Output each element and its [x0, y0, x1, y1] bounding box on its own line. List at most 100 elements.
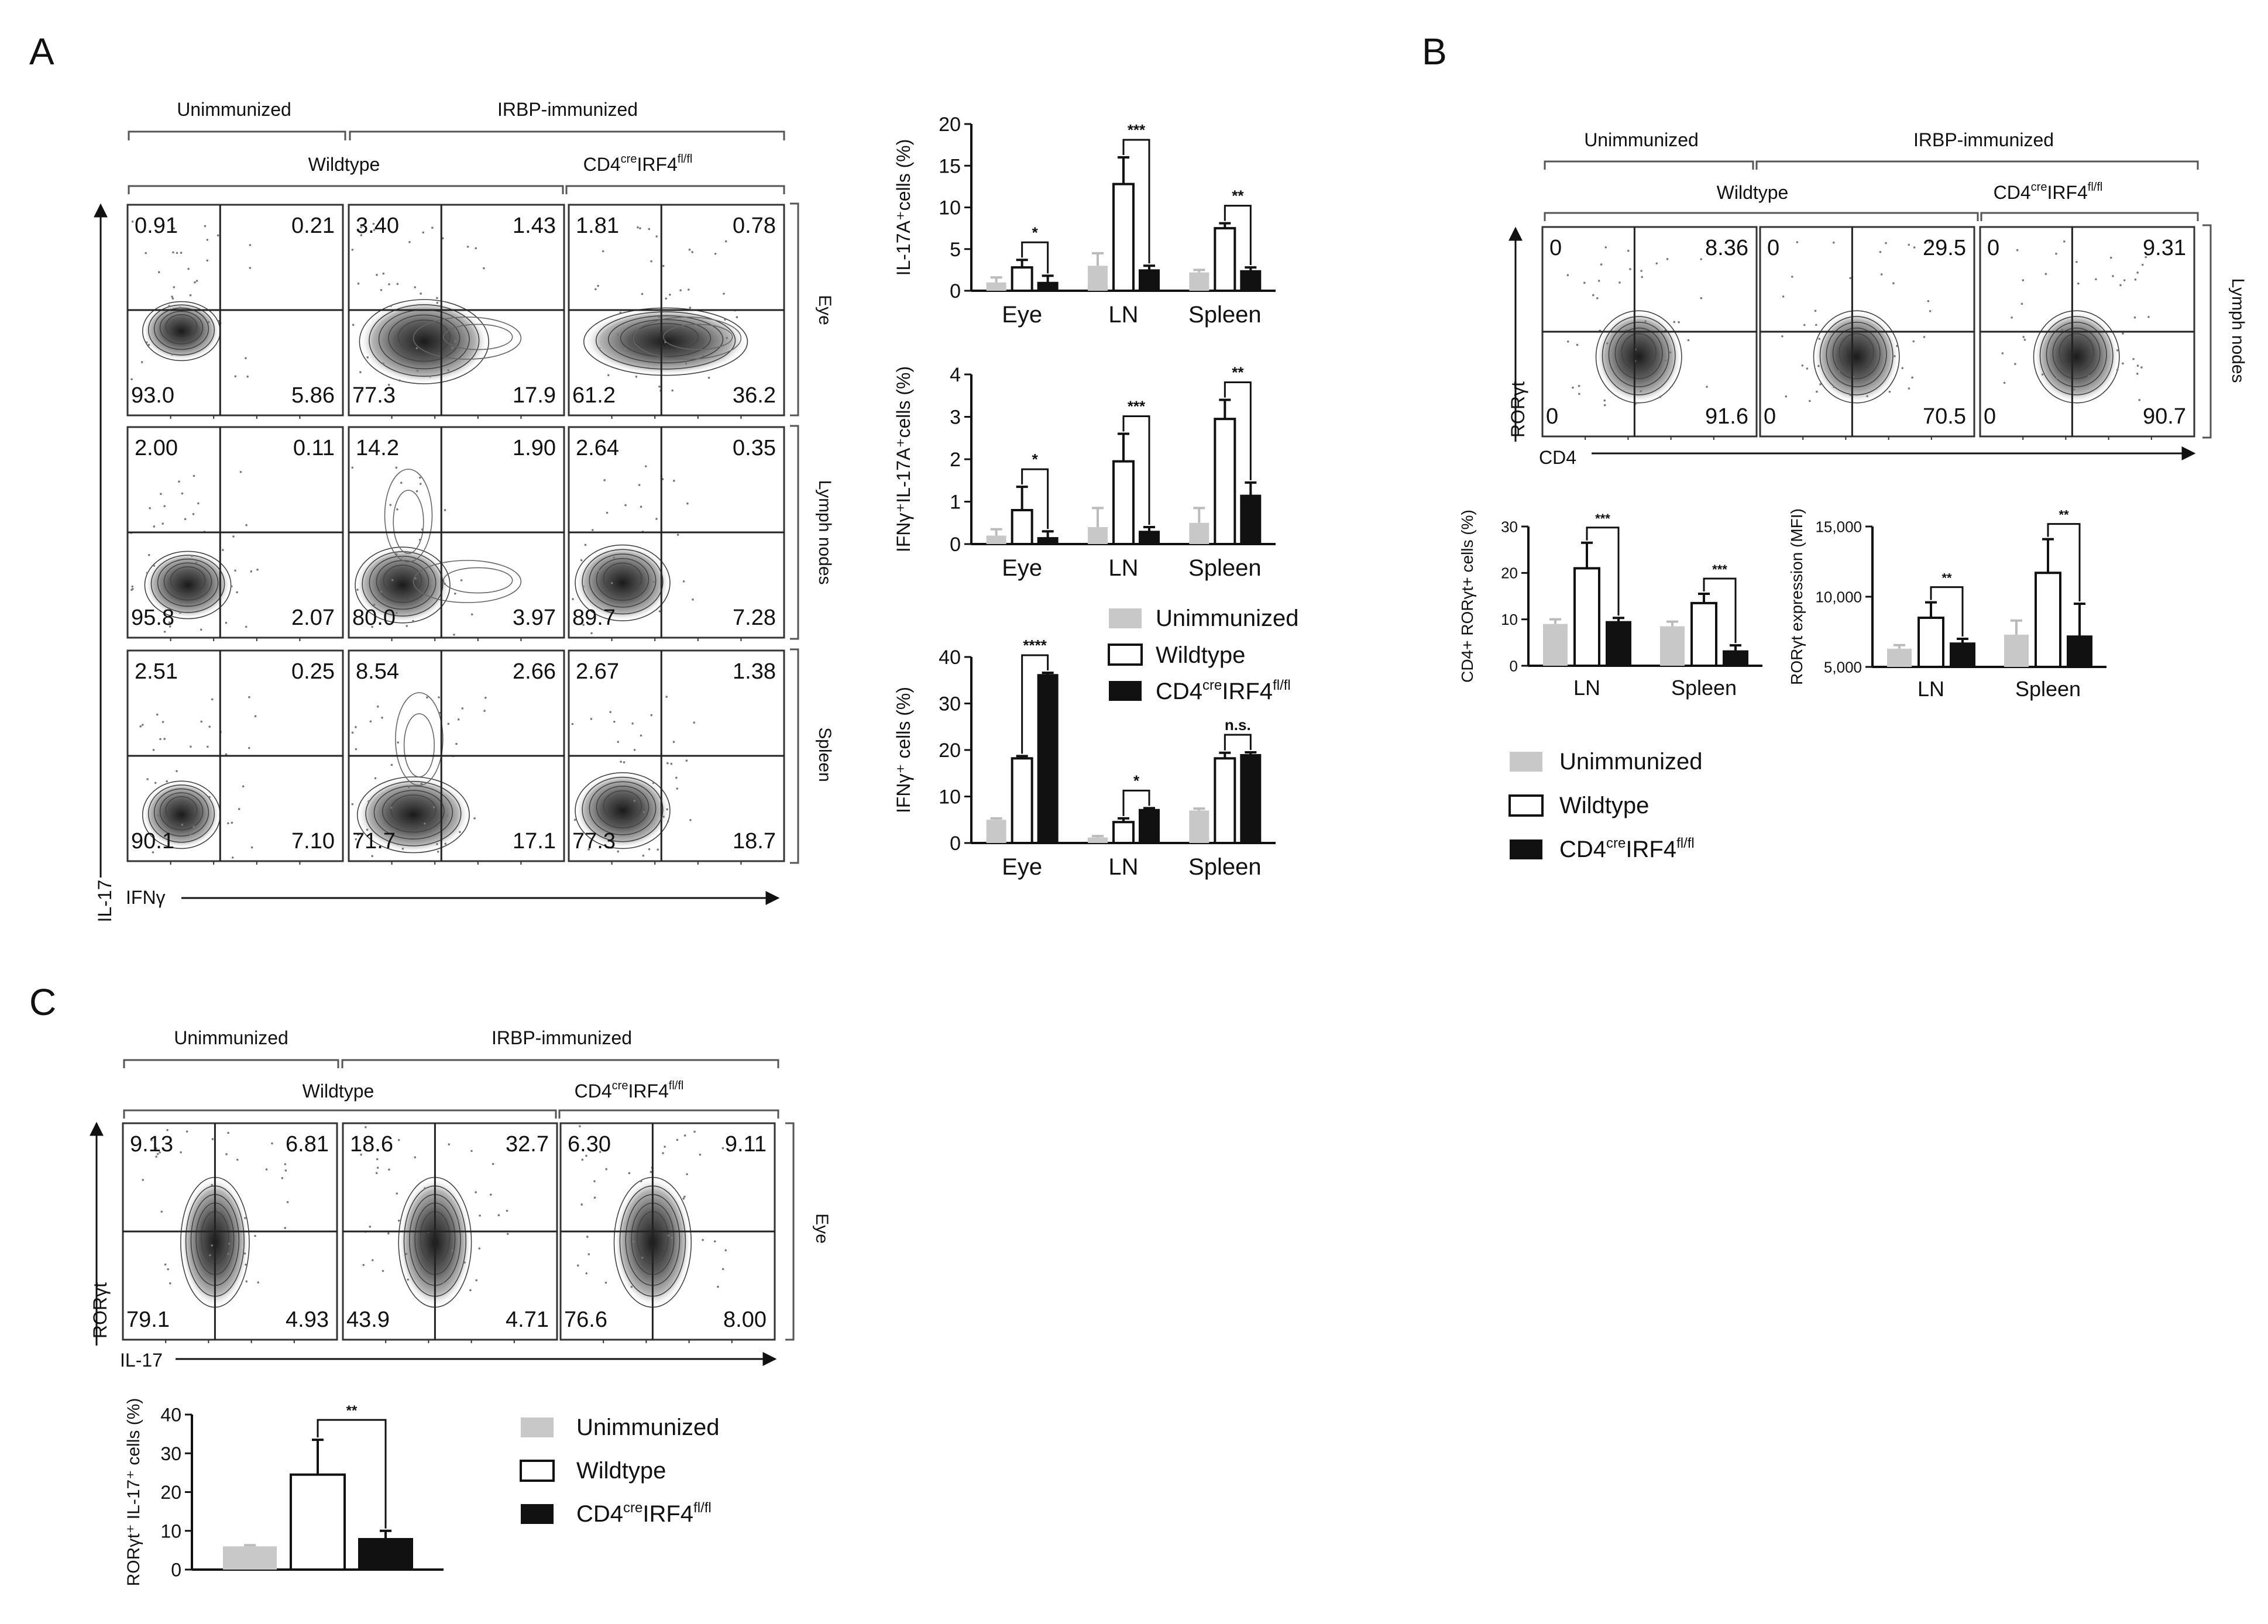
flow-a-r2-c2-contour	[582, 776, 664, 842]
flow-a-r0-c0-contour	[147, 304, 215, 356]
flow-a-r2-c1-event	[484, 696, 487, 699]
flow-a-r2-c1-event	[374, 777, 377, 780]
bracket-b-wildtype	[1544, 212, 1979, 221]
flow-c-c0-q-lr: 4.93	[286, 1308, 329, 1332]
flow-a-r1-c0-contour	[157, 558, 219, 607]
flow-a-r1-c0-event	[153, 525, 156, 528]
flow-a-r2-c0-event	[152, 851, 154, 854]
bar-chart-5-ylabel: RORγt⁺ IL-17⁺ cells (%)	[124, 1398, 143, 1587]
row-label-spleen: Spleen	[815, 727, 834, 782]
flow-c-c0-event	[180, 1151, 182, 1154]
flow-a-r2-c2-event	[689, 818, 692, 821]
flow-b-c2-event	[2022, 336, 2025, 338]
flow-b-c2-event	[2055, 252, 2057, 255]
flow-b-c1-density	[1813, 311, 1899, 403]
flow-c-c1-event	[457, 1219, 459, 1222]
flow-b-c0-event	[1687, 339, 1690, 342]
flow-b-c0-contour	[1602, 316, 1676, 395]
flow-c-c0-event	[211, 1183, 213, 1186]
flow-a-r1-c1-event	[415, 490, 418, 493]
bracket-b-immunized	[1755, 160, 2199, 170]
flow-b-c2-event	[2138, 398, 2141, 401]
flow-a-r2-c1-contour-up	[403, 713, 435, 777]
flow-a-r2-c2-q-ul: 2.67	[576, 659, 619, 684]
flow-c-c2-event	[593, 1196, 596, 1199]
panel-a-flow: Unimmunized IRBP-immunized Wildtype CD4c…	[94, 99, 834, 922]
flow-a-r2-c1-event	[408, 786, 410, 789]
flow-a-r1-c0-contour	[144, 550, 232, 620]
flow-a-r1-c2-event	[572, 598, 574, 600]
flow-c-c1-q-ll: 43.9	[346, 1308, 390, 1332]
flow-b-c1-event	[1814, 309, 1817, 312]
flow-a-r2-c1-event	[447, 722, 450, 725]
flow-a-r2-c1-event	[436, 843, 438, 845]
flow-b-c0-event	[1664, 359, 1667, 362]
flow-a-r2-c2-event	[633, 800, 636, 802]
flow-c-c0-q-ul: 9.13	[130, 1132, 173, 1157]
flow-b-c2-event	[2001, 352, 2004, 355]
panel-letter-a: A	[29, 30, 54, 73]
flow-a-r0-c1-event	[431, 226, 434, 229]
header-c-knockout: CD4creIRF4fl/fl	[575, 1079, 684, 1102]
flow-c-c0-event	[218, 1209, 221, 1212]
flow-a-r0-c2-event	[595, 288, 597, 291]
flow-a-r1-c1-event	[414, 577, 417, 580]
flow-a-r2-c1-event	[432, 806, 435, 808]
flow-a-r2-c2-event	[666, 820, 669, 823]
flow-a-r0-c1-event	[466, 245, 469, 248]
flow-b-c1-event	[1837, 370, 1840, 373]
flow-b-c2-event	[2023, 339, 2026, 341]
legend-a-swatch-wildtype	[1108, 644, 1143, 666]
flow-a-r2-c0-event	[189, 833, 191, 835]
flow-b-c0-event	[1673, 321, 1676, 324]
flow-b-c0-event	[1666, 258, 1669, 260]
flow-a-r0-c1-contour	[369, 304, 480, 377]
flow-a-r0-c1-event	[361, 389, 363, 392]
flow-a-r0-c1-event	[455, 330, 458, 333]
flow-c-c1-event	[492, 1162, 494, 1165]
bar-chart-3-ytick-label: 10	[1501, 611, 1518, 628]
flow-b-c2-density	[2033, 311, 2119, 403]
legend-a-swatch-knockout	[1109, 681, 1142, 701]
sig-label-2-0: ****	[1023, 636, 1047, 654]
bar-3-0-1	[1573, 567, 1600, 668]
bar-2-1-0	[1088, 837, 1108, 843]
flow-c-c1-event	[396, 1192, 398, 1195]
flow-b-c2-event	[2041, 373, 2044, 376]
flow-a-r2-c0-event	[248, 746, 250, 749]
flow-a-r1-c2-event	[638, 484, 641, 486]
flow-c-c2-event	[579, 1125, 581, 1127]
bar-1-0-2	[1037, 537, 1059, 545]
flow-b-c2-event	[2003, 381, 2006, 384]
flow-a-r1-c0-q-ul: 2.00	[135, 436, 178, 460]
flow-a-r2-c1-event	[397, 741, 399, 744]
flow-c-c0-event	[245, 1280, 248, 1283]
flow-a-r2-c0-event	[156, 713, 159, 716]
flow-b-c2-event	[2136, 364, 2139, 367]
flow-b-c1-event	[1888, 390, 1891, 393]
flow-a-r1-c1-q-ur: 1.90	[513, 436, 556, 460]
flow-a-r0-c2-event	[639, 227, 641, 230]
bar-1-1-1	[1112, 460, 1135, 545]
flow-c-c0-event	[284, 1163, 287, 1165]
bracket-c-unimmunized	[123, 1059, 339, 1068]
flow-a-r1-c2-event	[658, 610, 661, 613]
flow-a-r1-c0-event	[160, 493, 162, 496]
flow-c-c2-event	[699, 1153, 702, 1156]
flow-a-r0-c2-q-lr: 36.2	[733, 383, 776, 408]
flow-a-r2-c0-event	[141, 724, 144, 726]
flow-a-r2-c1-q-ul: 8.54	[356, 659, 399, 684]
legend-b-label-unimmunized: Unimmunized	[1559, 749, 1703, 775]
flow-a-r0-c2-event	[617, 333, 619, 336]
flow-b-c1-event	[1879, 250, 1882, 253]
sig-label-4-1: **	[2059, 508, 2069, 522]
bar-4-0-0	[1887, 648, 1912, 667]
flow-a-r1-c0-event	[239, 470, 242, 473]
flow-a-r1-c2-event	[644, 465, 647, 467]
panel-letter-b: B	[1422, 30, 1447, 73]
flow-c-c0-event	[254, 1234, 256, 1237]
flow-c-c2-event	[603, 1149, 606, 1152]
